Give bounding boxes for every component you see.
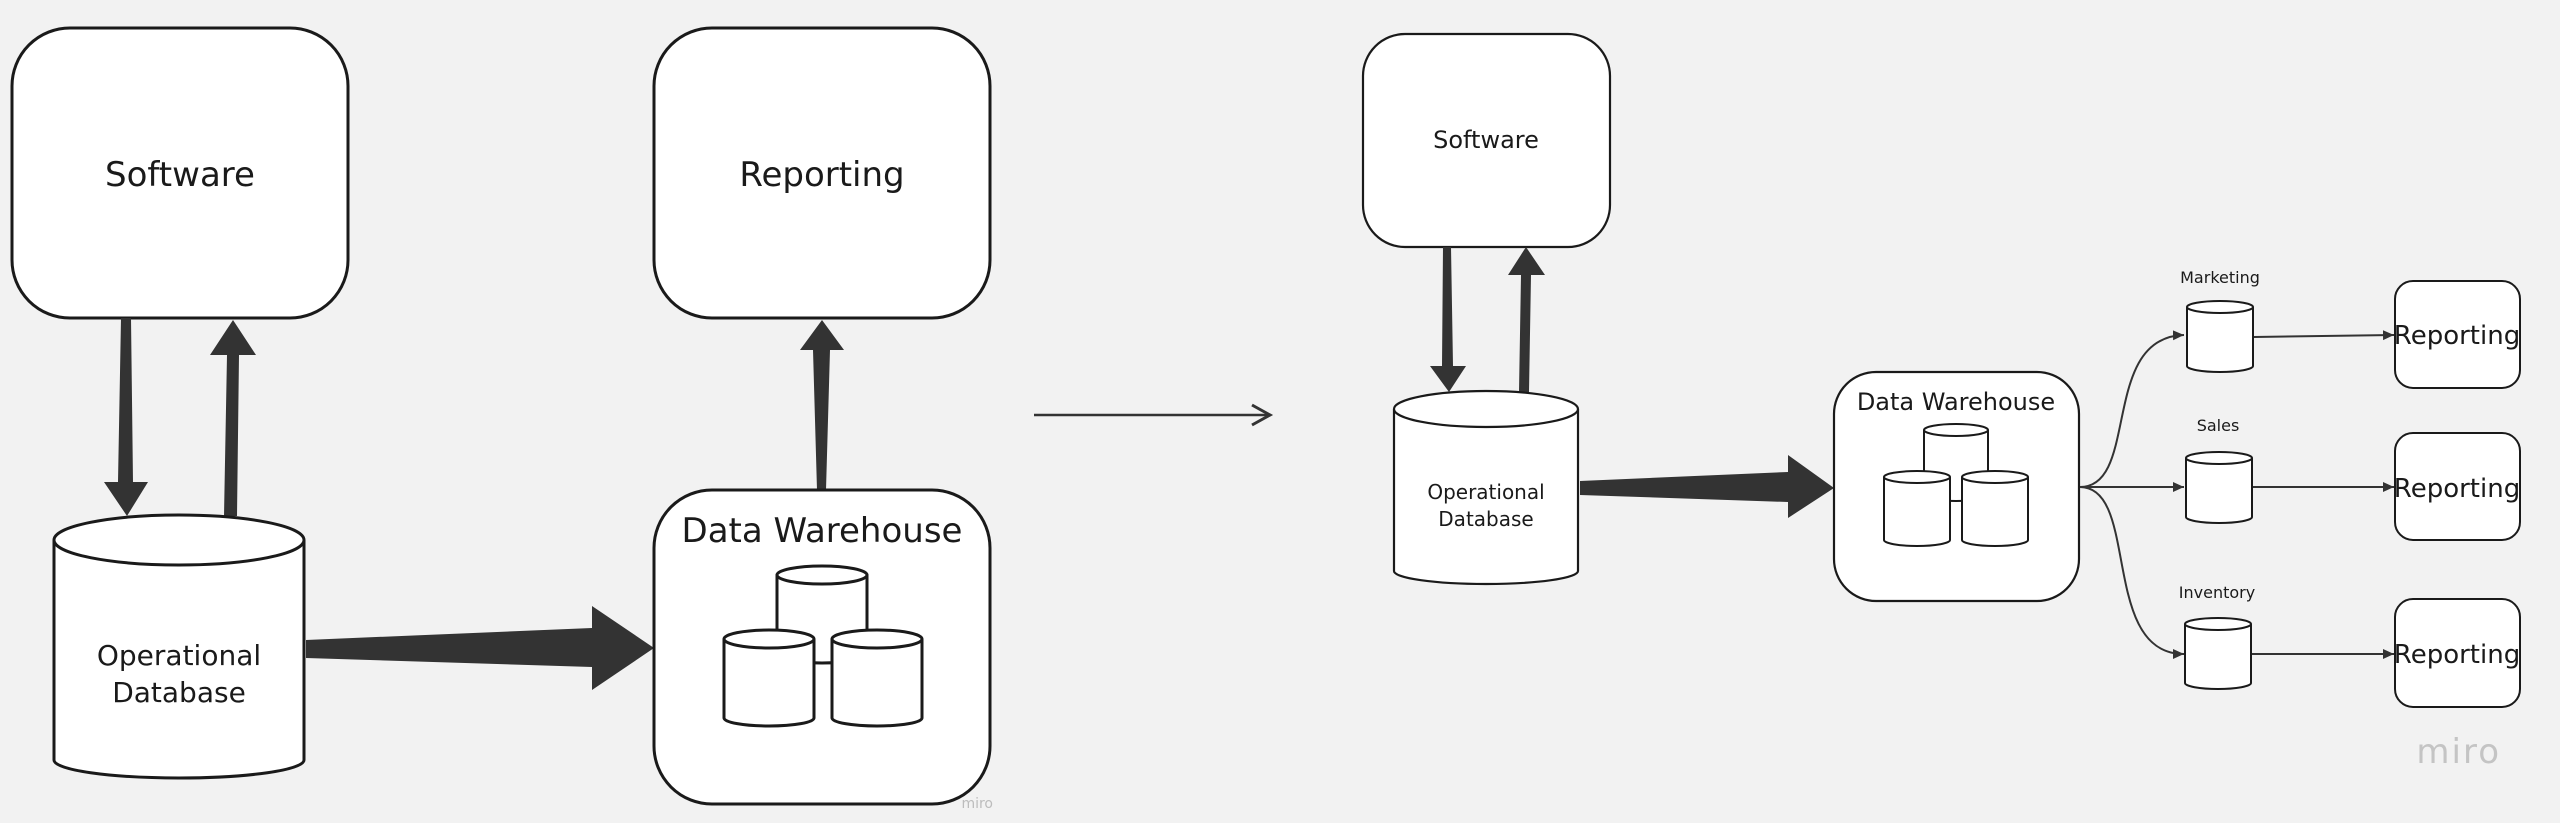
data-warehouse-label: Data Warehouse bbox=[682, 511, 963, 551]
database-cluster-icon-right bbox=[1883, 423, 2029, 547]
db-to-warehouse-arrow bbox=[306, 606, 654, 690]
marketing-mart-node: Marketing bbox=[2180, 268, 2260, 373]
sales-mart-node: Sales bbox=[2185, 416, 2253, 524]
software-to-db-arrow bbox=[104, 318, 148, 516]
watermark-small: miro bbox=[961, 796, 993, 812]
reporting-node-marketing: Reporting bbox=[2394, 280, 2521, 389]
operational-database-label-line2: Database bbox=[112, 676, 246, 709]
operational-database-node: Operational Database bbox=[52, 513, 306, 780]
software-to-db-arrow-right bbox=[1430, 247, 1466, 392]
reporting-label-sales: Reporting bbox=[2394, 474, 2520, 504]
mart-to-reporting-arrows bbox=[2252, 330, 2395, 659]
db-to-warehouse-arrow-right bbox=[1580, 455, 1834, 518]
operational-database-label-line1-right: Operational bbox=[1427, 480, 1544, 504]
operational-database-label-line1: Operational bbox=[97, 639, 261, 672]
transition-arrow bbox=[1034, 403, 1274, 427]
software-node-right: Software bbox=[1361, 32, 1612, 249]
reporting-label-marketing: Reporting bbox=[2394, 321, 2520, 351]
data-warehouse-node-right: Data Warehouse bbox=[1832, 370, 2081, 603]
inventory-mart-node: Inventory bbox=[2179, 583, 2255, 690]
data-warehouse-label-right: Data Warehouse bbox=[1857, 388, 2055, 416]
software-node: Software bbox=[10, 26, 350, 320]
warehouse-to-reporting-arrow bbox=[800, 320, 844, 490]
sales-label: Sales bbox=[2197, 416, 2240, 435]
reporting-node-inventory: Reporting bbox=[2394, 598, 2521, 708]
reporting-label-inventory: Reporting bbox=[2394, 640, 2520, 670]
database-cluster-icon bbox=[722, 564, 924, 728]
reporting-label: Reporting bbox=[739, 155, 904, 195]
marketing-label: Marketing bbox=[2180, 268, 2260, 287]
right-diagram: Software Operational Database Data Wareh… bbox=[1361, 32, 2521, 772]
software-label-right: Software bbox=[1433, 126, 1539, 154]
software-label: Software bbox=[105, 155, 255, 195]
db-to-software-arrow-right bbox=[1508, 247, 1545, 392]
operational-database-label-line2-right: Database bbox=[1438, 507, 1533, 531]
data-warehouse-node: Data Warehouse bbox=[652, 488, 992, 806]
warehouse-branch-connectors bbox=[2079, 330, 2185, 659]
db-to-software-arrow bbox=[210, 320, 256, 516]
inventory-label: Inventory bbox=[2179, 583, 2255, 602]
operational-database-node-right: Operational Database bbox=[1392, 389, 1580, 586]
left-diagram: Software Reporting Operational Database bbox=[10, 26, 993, 812]
reporting-node: Reporting bbox=[652, 26, 992, 320]
miro-watermark: miro bbox=[2416, 732, 2501, 772]
reporting-node-sales: Reporting bbox=[2394, 432, 2521, 541]
